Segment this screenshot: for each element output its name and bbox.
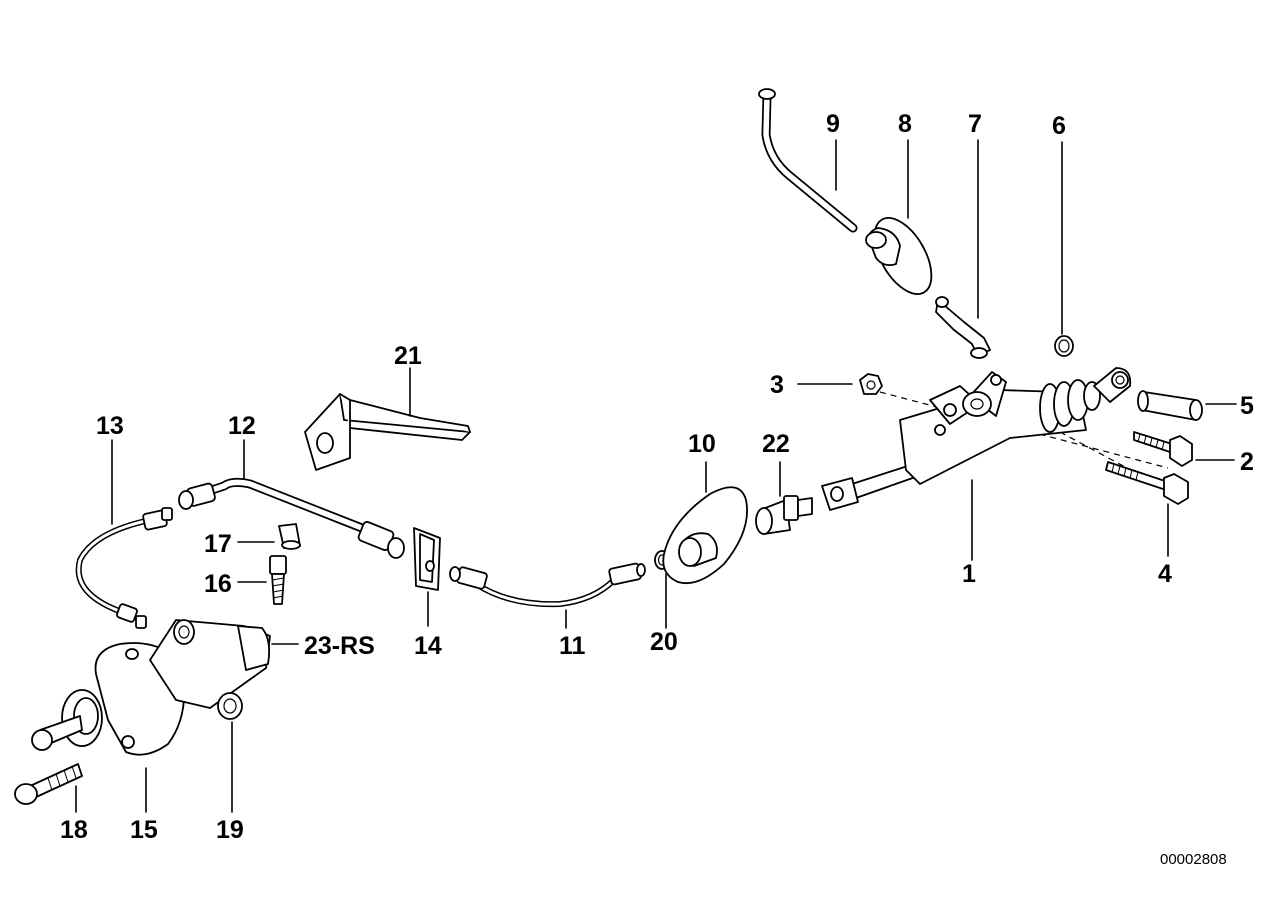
part-11-flexible-line (449, 562, 646, 629)
label-part-3: 3 (770, 371, 784, 399)
label-part-6: 6 (1052, 112, 1066, 140)
label-part-10: 10 (688, 430, 716, 458)
part-12-pipe (178, 439, 405, 559)
part-14-retaining-clip (413, 527, 441, 627)
label-part-15: 15 (130, 816, 158, 844)
part-6-clip (1054, 141, 1074, 357)
label-part-2: 2 (1240, 448, 1254, 476)
part-2-bolt (1133, 431, 1235, 467)
label-part-13: 13 (96, 412, 124, 440)
part-7-angled-connector (935, 139, 991, 359)
label-part-17: 17 (204, 530, 232, 558)
label-part-19: 19 (216, 816, 244, 844)
label-part-21: 21 (394, 342, 422, 370)
label-part-7: 7 (968, 110, 982, 138)
part-22-adapter (755, 461, 813, 535)
part-19-bush (217, 692, 243, 813)
label-part-20: 20 (650, 628, 678, 656)
label-part-4: 4 (1158, 560, 1172, 588)
part-5-pin (1137, 390, 1237, 421)
label-part-23-rs: 23-RS (304, 632, 375, 660)
part-16-bleed-valve (237, 555, 287, 605)
part-10-grommet (662, 461, 748, 585)
part-18-bolt (14, 763, 83, 813)
part-8-grommet (865, 139, 933, 295)
label-part-16: 16 (204, 570, 232, 598)
label-part-8: 8 (898, 110, 912, 138)
part-15-slave-cylinder (31, 619, 299, 813)
label-part-22: 22 (762, 430, 790, 458)
part-9-reservoir-hose (758, 88, 858, 233)
part-4-bolt (1105, 461, 1189, 557)
label-part-5: 5 (1240, 392, 1254, 420)
part-17-bleed-cap (237, 523, 301, 550)
label-part-1: 1 (962, 560, 976, 588)
drawing-number: 00002808 (1160, 851, 1227, 868)
label-part-11: 11 (559, 632, 586, 660)
label-part-12: 12 (228, 412, 256, 440)
part-21-bracket (304, 367, 471, 471)
part-3-nut (797, 373, 883, 395)
part-13-flexible-hose (75, 439, 173, 629)
label-part-14: 14 (414, 632, 442, 660)
label-part-9: 9 (826, 110, 840, 138)
label-part-18: 18 (60, 816, 88, 844)
